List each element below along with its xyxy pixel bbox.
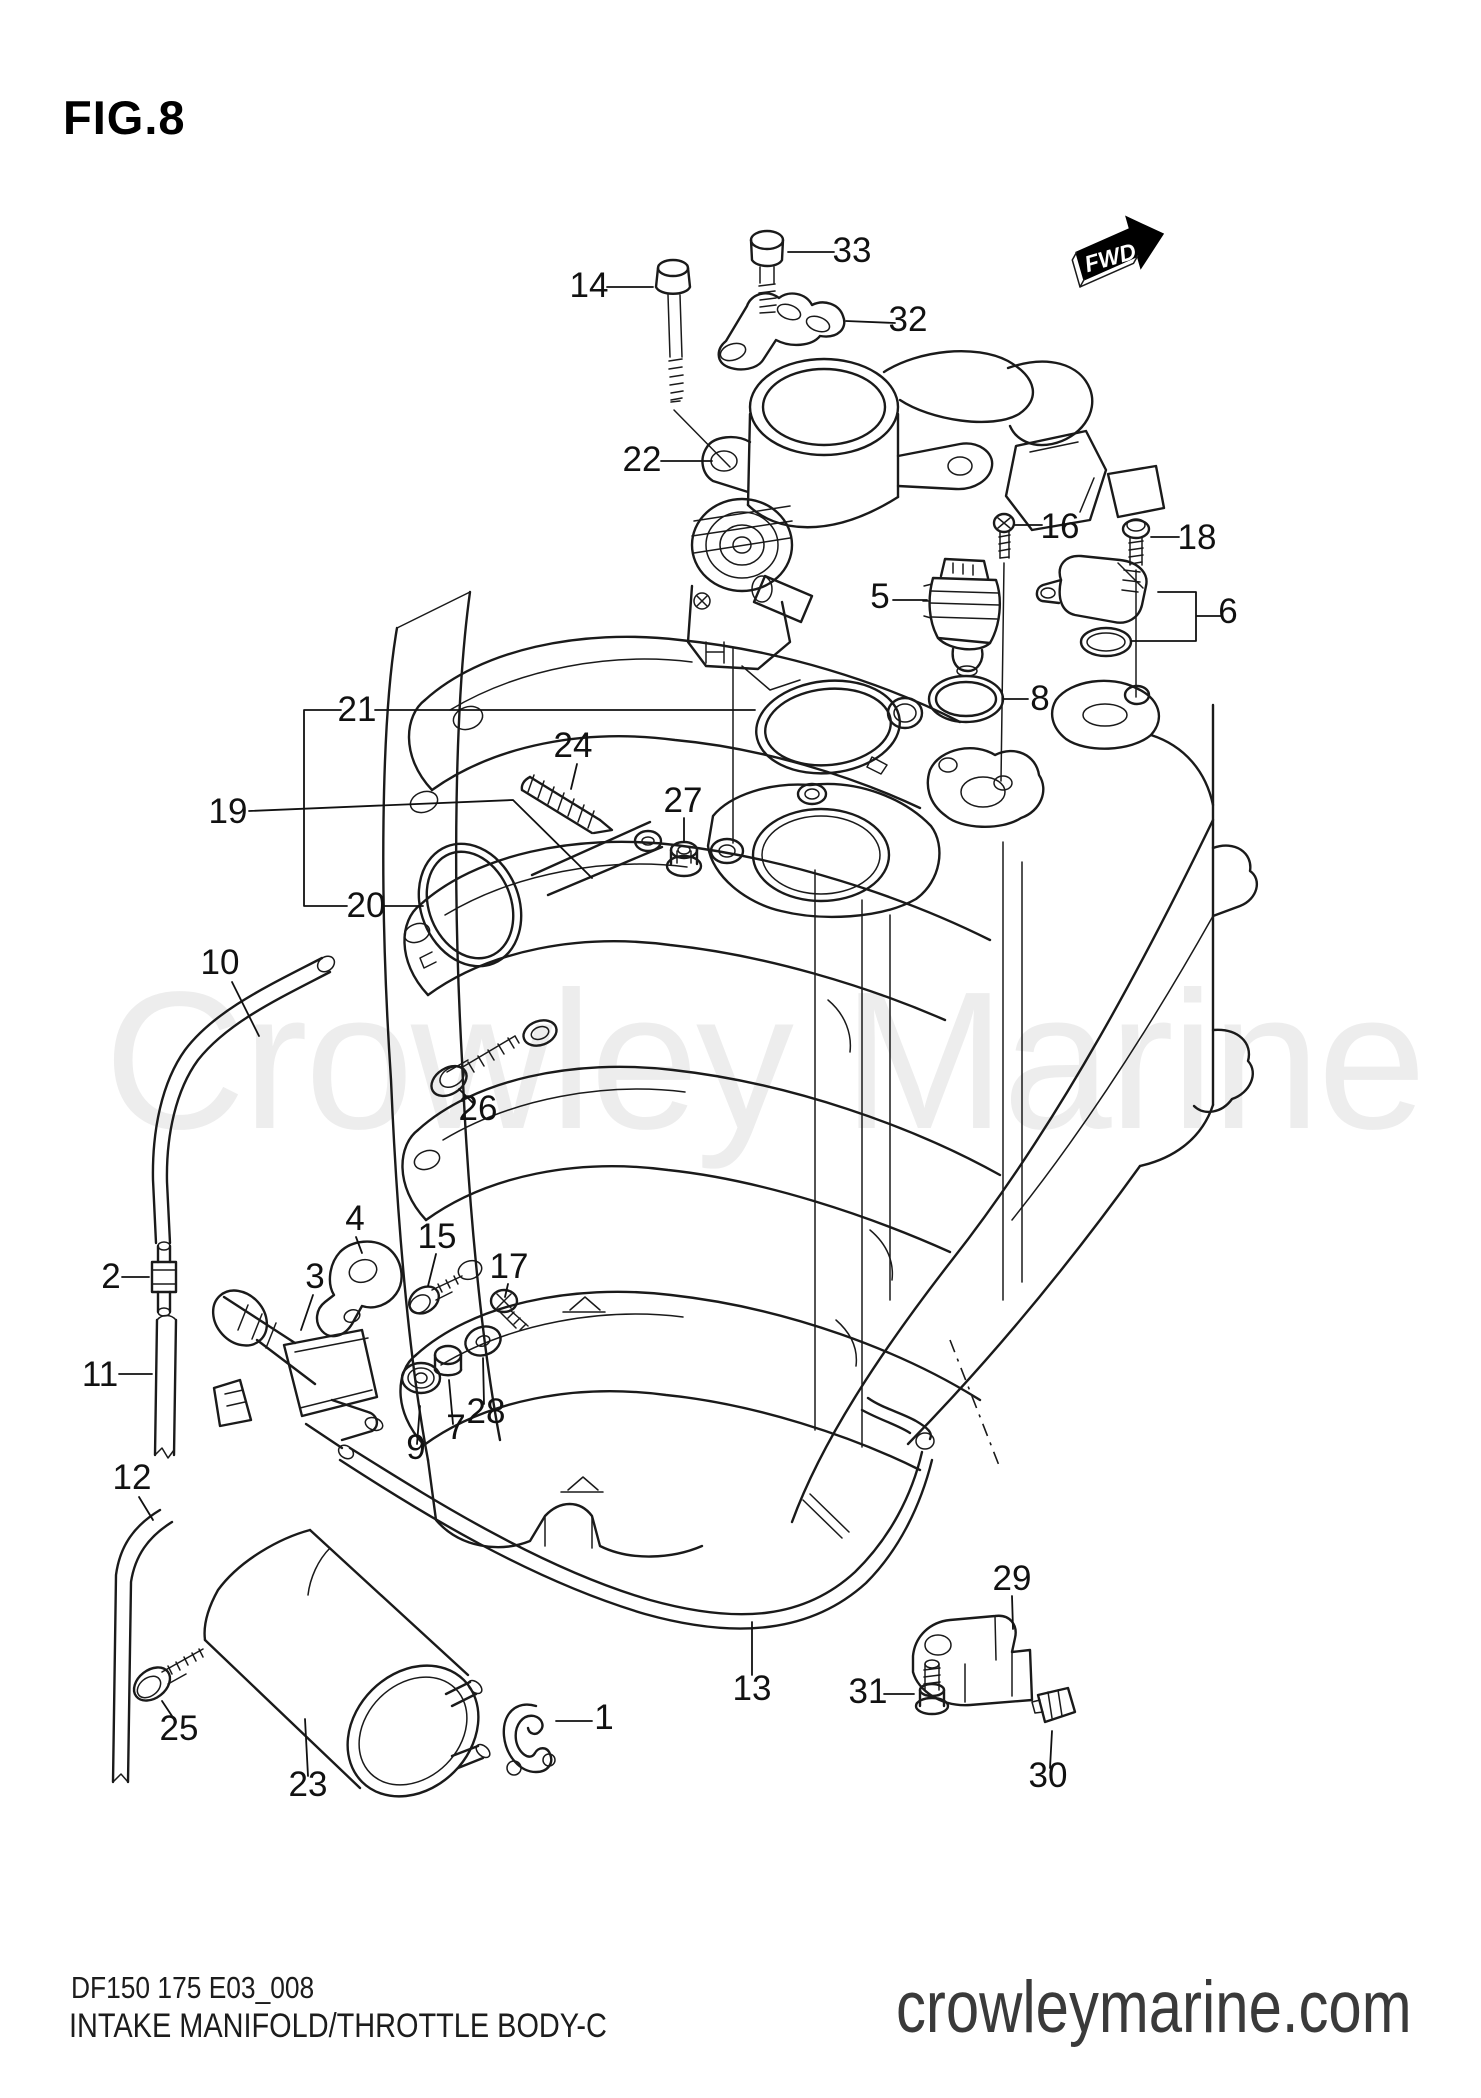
callout-29[interactable]: 29 [993,1559,1032,1598]
callout-8[interactable]: 8 [1030,679,1049,718]
callout-16[interactable]: 16 [1041,507,1080,546]
callout-30[interactable]: 30 [1029,1756,1068,1795]
intake-manifold-drawing [382,590,1259,1558]
bracket-29-drawing [911,1614,1034,1707]
callout-25[interactable]: 25 [160,1709,199,1748]
callout-31[interactable]: 31 [849,1672,888,1711]
washer-28-drawing [464,1325,502,1357]
callout-1[interactable]: 1 [594,1698,613,1737]
bracket-32-drawing [717,292,846,371]
grommet-9-drawing [400,1361,442,1395]
bracket-4-drawing [315,1240,403,1338]
callout-13[interactable]: 13 [733,1669,772,1708]
callout-12[interactable]: 12 [113,1458,152,1497]
bolt-26-drawing [430,1035,520,1098]
callout-2[interactable]: 2 [101,1257,120,1296]
callout-19[interactable]: 19 [209,792,248,831]
assembly-lines [673,409,1137,844]
callout-33[interactable]: 33 [833,231,872,270]
bolt-31-drawing [914,1659,950,1716]
callout-4[interactable]: 4 [345,1199,364,1238]
callout-17[interactable]: 17 [490,1247,529,1286]
callout-28[interactable]: 28 [467,1392,506,1431]
hose-13-drawing [338,1446,934,1630]
clip-1-drawing [502,1703,556,1776]
callout-11[interactable]: 11 [82,1355,118,1394]
throttle-body-drawing [686,350,1166,691]
diagram-title: INTAKE MANIFOLD/THROTTLE BODY-C [69,2007,607,2045]
screw-18-drawing [1121,518,1151,566]
callout-26[interactable]: 26 [459,1089,498,1128]
website-link[interactable]: crowleymarine.com [896,1967,1412,2048]
map-sensor-drawing [1035,554,1148,658]
callout-7[interactable]: 7 [446,1408,465,1447]
leader-lines [118,251,1222,1777]
hose-11-drawing [153,1314,178,1459]
fwd-label: FWD [1081,238,1139,277]
callout-23[interactable]: 23 [289,1765,328,1804]
callout-15[interactable]: 15 [418,1217,457,1256]
callout-5[interactable]: 5 [870,577,889,616]
callout-10[interactable]: 10 [201,943,240,982]
hose-10-drawing [151,955,336,1245]
screw-16-drawing [992,512,1016,559]
o-ring-8-drawing [927,674,1005,724]
bolt-14-drawing [654,258,692,403]
stud-24-drawing [520,774,614,835]
screw-17-drawing [489,1288,529,1331]
callout-6[interactable]: 6 [1218,592,1237,631]
diagram-code: DF150 175 E03_008 [71,1970,315,2005]
watermark-text: Crowley Marine [104,951,1426,1170]
callout-20[interactable]: 20 [347,886,386,925]
clamp-30-drawing [1031,1686,1077,1724]
callout-3[interactable]: 3 [305,1257,324,1296]
gasket-21-drawing [755,679,924,775]
bolt-25-drawing [132,1648,204,1702]
callout-22[interactable]: 22 [623,440,662,479]
callout-9[interactable]: 9 [406,1428,425,1467]
fwd-arrow-icon: FWD [1071,215,1165,288]
gasket-20-drawing [417,842,523,969]
callout-27[interactable]: 27 [664,781,703,820]
callout-14[interactable]: 14 [570,266,609,305]
callout-21[interactable]: 21 [338,690,377,729]
purge-valve-drawing [211,1289,384,1460]
callout-18[interactable]: 18 [1178,518,1217,557]
connector-2-drawing [150,1241,178,1317]
callout-32[interactable]: 32 [889,300,928,339]
bolt-33-drawing [749,229,785,314]
spacer-7-drawing [433,1344,463,1377]
screw-15-drawing [407,1275,463,1315]
iac-valve-drawing [922,557,1001,677]
hose-12-drawing [111,1508,174,1784]
callout-24[interactable]: 24 [554,726,593,765]
canister-23-drawing [203,1528,491,1798]
figure-label: FIG.8 [63,91,186,144]
